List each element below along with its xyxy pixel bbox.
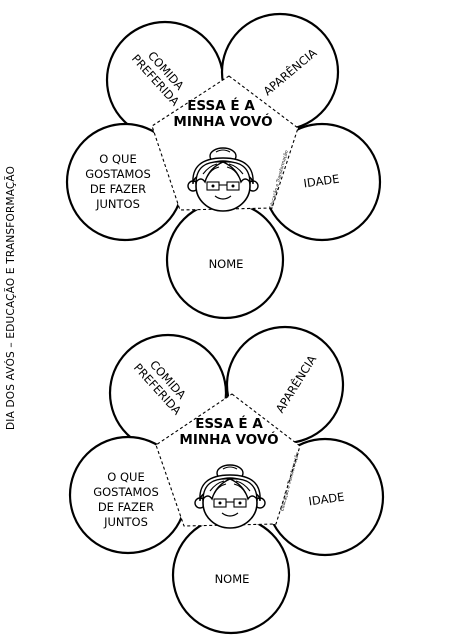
label-left: O QUE GOSTAMOS DE FAZER JUNTOS	[93, 470, 159, 529]
center-pentagon	[155, 393, 301, 527]
label-right: IDADE	[303, 172, 341, 191]
label-bottom: NOME	[215, 572, 250, 586]
title-line2: MINHA VOVÓ	[173, 112, 272, 130]
grandma-face-icon	[194, 464, 266, 529]
title-line1: ESSA É A	[187, 97, 255, 114]
grandma-face-icon	[187, 147, 259, 212]
label-left-line4: JUNTOS	[103, 515, 148, 529]
label-left: O QUE GOSTAMOS DE FAZER JUNTOS	[85, 152, 151, 211]
label-right: IDADE	[308, 490, 346, 509]
label-left-line3: DE FAZER	[98, 500, 154, 514]
label-left-line3: DE FAZER	[90, 182, 146, 196]
label-bottom: NOME	[209, 257, 244, 271]
label-left-line4: JUNTOS	[95, 197, 140, 211]
label-left-line2: GOSTAMOS	[93, 485, 159, 499]
label-left-line2: GOSTAMOS	[85, 167, 151, 181]
title-line2: MINHA VOVÓ	[179, 430, 278, 448]
title-line1: ESSA É A	[195, 415, 263, 432]
label-left-line1: O QUE	[99, 152, 136, 166]
label-left-line1: O QUE	[107, 470, 144, 484]
